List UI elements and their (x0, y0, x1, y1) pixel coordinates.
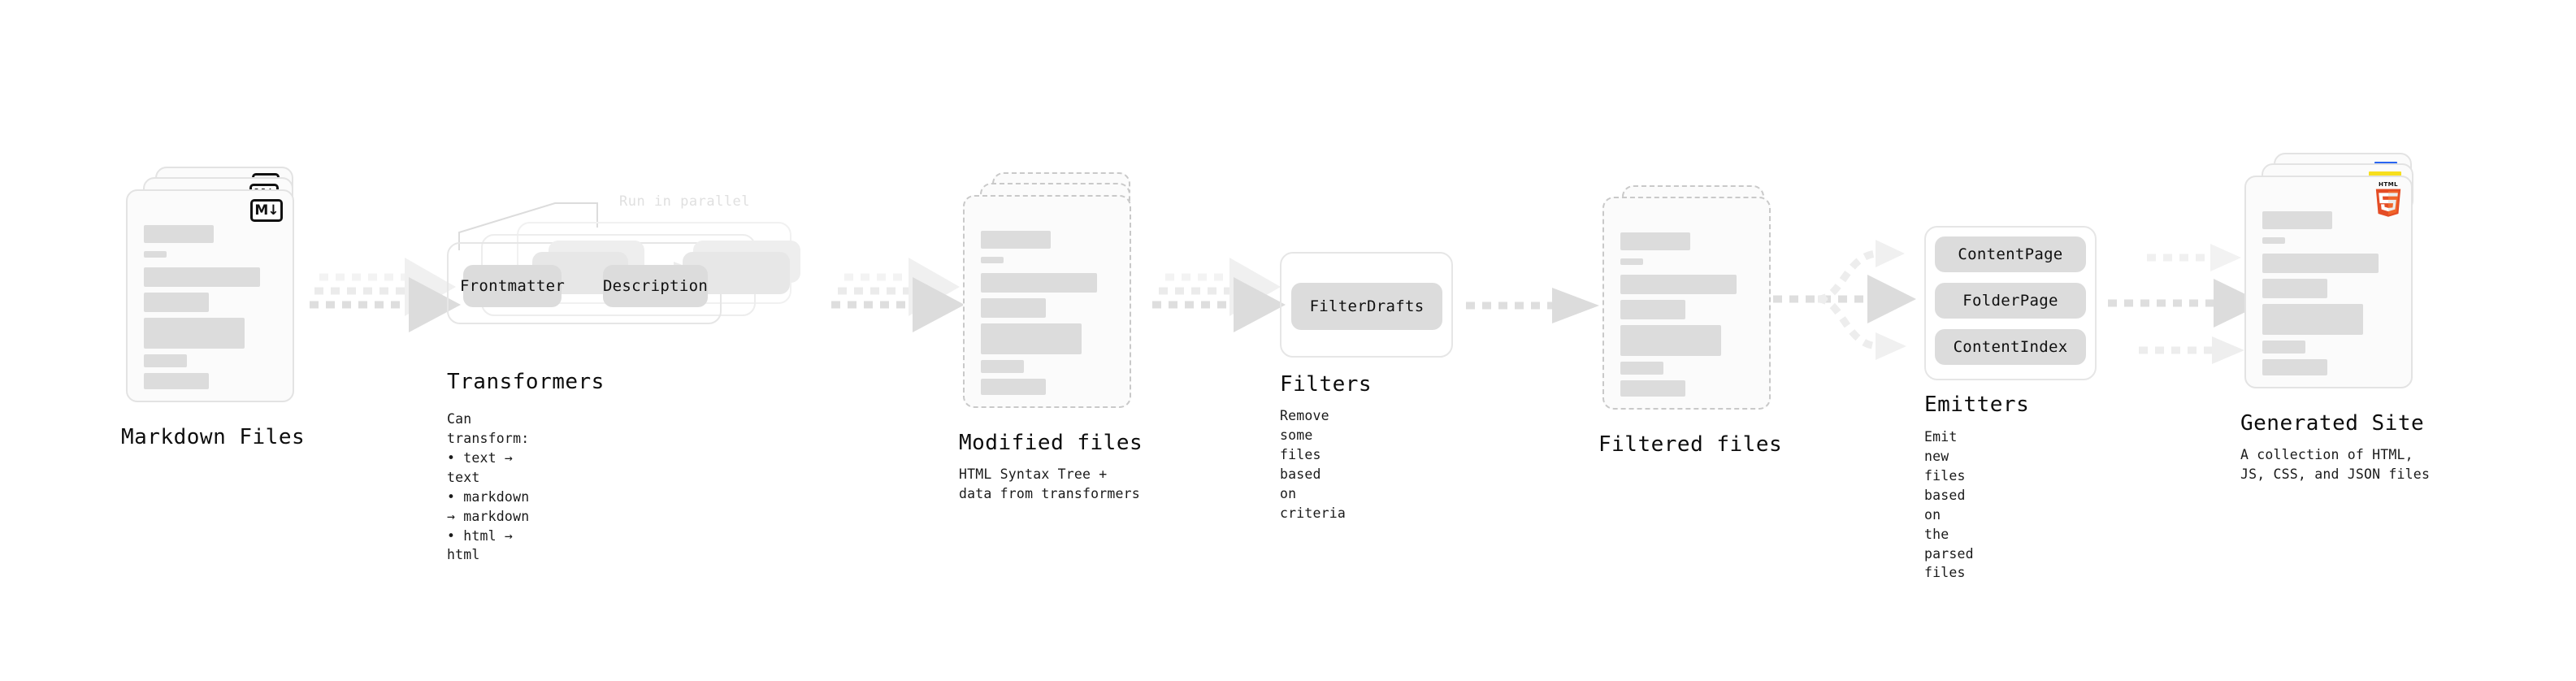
connector-emitters-to-generated (2108, 244, 2264, 364)
transformer-node-frontmatter[interactable]: Frontmatter (459, 265, 566, 307)
generated-card-front: HTML (2244, 176, 2413, 388)
content-bar (2262, 340, 2305, 354)
connector-modified-to-filters (1152, 258, 1286, 332)
content-bar (981, 273, 1097, 293)
content-bar (144, 318, 245, 349)
content-bar (144, 225, 214, 243)
filter-node-label: FilterDrafts (1309, 297, 1425, 315)
emitter-node-label: ContentIndex (1953, 338, 2068, 356)
content-bar (2262, 211, 2332, 229)
content-bar (981, 298, 1046, 318)
stage-title-markdown-files: Markdown Files (121, 425, 306, 449)
connector-filtered-to-emitters (1773, 240, 1916, 360)
parallel-bracket (458, 202, 598, 250)
connector-markdown-to-transformers (310, 258, 461, 332)
parallel-annotation: Run in parallel (619, 193, 751, 210)
content-bar (981, 379, 1046, 395)
filters-group (1280, 252, 1453, 358)
content-bar (2262, 304, 2363, 335)
stage-filtered-files: Filtered files (1598, 185, 1782, 457)
filter-node-filterdrafts[interactable]: FilterDrafts (1291, 283, 1442, 330)
transformer-node-label: Description (602, 277, 709, 295)
content-bar (2262, 237, 2285, 244)
stage-subtitle-modified-files: HTML Syntax Tree + data from transformer… (959, 466, 1140, 501)
content-bar (1620, 232, 1690, 250)
stage-title-filters: Filters (1280, 372, 1373, 397)
content-bar (1620, 275, 1737, 294)
generated-file-stack: CSS HTML (2244, 153, 2431, 397)
content-bar (144, 293, 209, 312)
content-bar (1620, 325, 1721, 356)
stage-title-filtered-files: Filtered files (1598, 432, 1783, 457)
markdown-icon: M↓ (250, 199, 283, 222)
stage-title-transformers: Transformers (447, 370, 605, 394)
transformer-node-description[interactable]: Description (603, 265, 708, 307)
content-bar (981, 323, 1082, 354)
markdown-file-stack: M↓ M↓ M↓ (126, 167, 305, 410)
transformer-node-label: Frontmatter (459, 277, 566, 295)
content-bar (1620, 380, 1685, 397)
markdown-card-front: M↓ (126, 189, 294, 402)
content-bar (144, 354, 187, 367)
content-bar (144, 267, 260, 287)
filtered-card-front (1602, 197, 1771, 410)
connector-filters-to-filtered (1466, 288, 1599, 323)
svg-text:HTML: HTML (2379, 180, 2398, 188)
emitter-node-folderpage[interactable]: FolderPage (1935, 283, 2086, 319)
content-bar (1620, 258, 1643, 265)
content-bar (981, 231, 1051, 249)
modified-card-front (963, 195, 1131, 408)
emitters-group (1924, 226, 2097, 380)
emitter-node-contentindex[interactable]: ContentIndex (1935, 329, 2086, 365)
modified-file-stack (963, 172, 1142, 416)
content-bar (981, 360, 1024, 373)
connector-transformers-to-modified (831, 258, 965, 332)
emitter-node-label: FolderPage (1962, 292, 2058, 310)
stage-markdown-files: M↓ M↓ M↓ Markdown Files (121, 167, 305, 449)
content-bar (144, 373, 209, 389)
content-bar (1620, 362, 1663, 375)
html5-icon: HTML (2375, 180, 2401, 217)
content-bar (2262, 254, 2379, 273)
content-bar (2262, 279, 2327, 298)
content-bar (2262, 359, 2327, 375)
stage-subtitle-filters: Remove some files based on criteria (1280, 408, 1347, 521)
stage-title-generated-site: Generated Site (2240, 411, 2425, 436)
stage-title-modified-files: Modified files (959, 431, 1143, 455)
content-bar (1620, 300, 1685, 319)
stage-subtitle-transformers: Can transform: • text → text • markdown … (447, 411, 530, 563)
stage-generated-site: CSS HTML (2240, 153, 2431, 482)
stage-subtitle-emitters: Emit new files based on the parsed files (1924, 429, 1974, 581)
stage-subtitle-generated-site: A collection of HTML, JS, CSS, and JSON … (2240, 447, 2431, 482)
stage-modified-files: Modified files HTML Syntax Tree + data f… (959, 172, 1143, 501)
content-bar (981, 257, 1004, 263)
filtered-file-stack (1602, 185, 1781, 421)
emitter-node-label: ContentPage (1958, 245, 2063, 263)
content-bar (144, 251, 167, 258)
emitter-node-contentpage[interactable]: ContentPage (1935, 236, 2086, 272)
stage-title-emitters: Emitters (1924, 393, 2030, 417)
